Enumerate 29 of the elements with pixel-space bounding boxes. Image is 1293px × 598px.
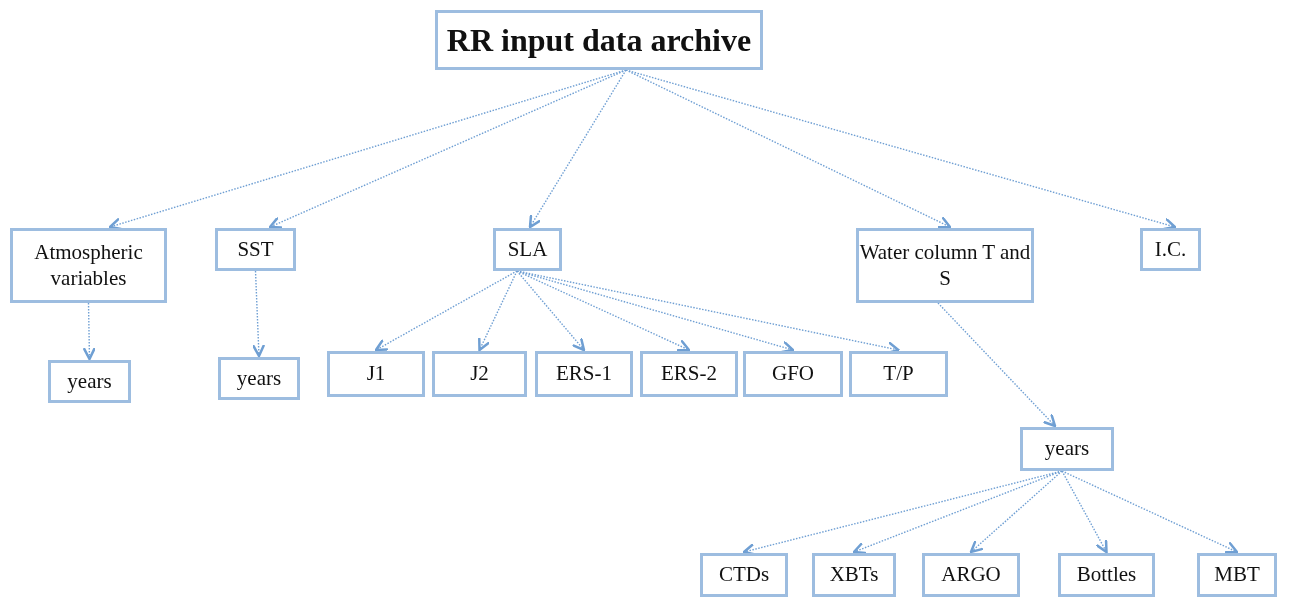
arrow xyxy=(478,270,518,352)
category-box: T/P xyxy=(849,351,948,397)
category-box: Atmospheric variables xyxy=(10,228,167,303)
arrow xyxy=(969,470,1063,554)
category-box: ERS-1 xyxy=(535,351,633,397)
category-box: J1 xyxy=(327,351,425,397)
category-box: Bottles xyxy=(1058,553,1155,597)
category-box: years xyxy=(1020,427,1114,471)
category-box: XBTs xyxy=(812,553,896,597)
arrow xyxy=(252,270,265,358)
arrow xyxy=(516,270,586,352)
category-box: GFO xyxy=(743,351,843,397)
title-box: RR input data archive xyxy=(435,10,763,70)
category-box: SLA xyxy=(493,228,562,271)
category-box: I.C. xyxy=(1140,228,1201,271)
category-box: MBT xyxy=(1197,553,1277,597)
category-box: SST xyxy=(215,228,296,271)
category-box: years xyxy=(48,360,131,403)
arrow xyxy=(1061,470,1239,554)
arrow xyxy=(83,302,96,361)
category-box: Water column T and S xyxy=(856,228,1034,303)
category-box: CTDs xyxy=(700,553,788,597)
category-box: J2 xyxy=(432,351,527,397)
category-box: ARGO xyxy=(922,553,1020,597)
category-box: ERS-2 xyxy=(640,351,738,397)
arrow xyxy=(1061,470,1108,554)
arrow xyxy=(528,69,627,229)
arrow xyxy=(937,302,1057,428)
category-box: years xyxy=(218,357,300,400)
